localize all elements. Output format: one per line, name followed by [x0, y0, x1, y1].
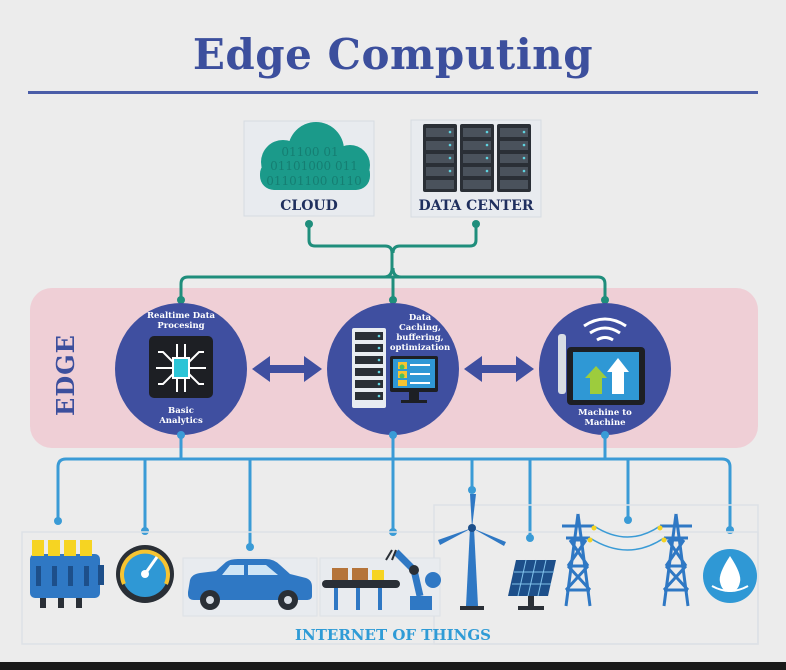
- double-arrow-icon: [252, 356, 322, 382]
- cloud-icon: 01100 01 01101000 011 01101100 0110: [260, 122, 370, 190]
- water-drop-icon: [703, 549, 757, 603]
- gauge-icon: [116, 545, 174, 603]
- cloud-binary-line: 01100 01: [281, 145, 338, 159]
- tablet-wifi-icon: [558, 317, 645, 405]
- power-tower-icon: [562, 513, 594, 607]
- bottom-bar: [0, 662, 786, 670]
- car-icon: [188, 559, 312, 610]
- cloud-connectors: [179, 224, 607, 300]
- iot-label: INTERNET OF THINGS: [295, 626, 491, 644]
- server-rack-icon: [423, 124, 531, 192]
- robot-arm-conveyor-icon: [322, 549, 441, 610]
- cloud-label: CLOUD: [280, 198, 338, 214]
- power-tower-icon: [660, 513, 692, 607]
- server-monitor-icon: [352, 328, 438, 408]
- page-title: Edge Computing: [192, 30, 594, 79]
- title-divider: [28, 91, 758, 94]
- cloud-binary-line: 01101100 0110: [266, 174, 361, 188]
- edge-label: EDGE: [50, 334, 80, 416]
- chip-icon: [149, 336, 213, 398]
- wind-turbine-icon: [438, 494, 506, 610]
- cloud-binary-line: 01101000 011: [270, 159, 358, 173]
- engine-icon: [30, 540, 104, 608]
- data-center-label: DATA CENTER: [419, 198, 534, 214]
- solar-panel-icon: [508, 559, 556, 610]
- double-arrow-icon: [464, 356, 534, 382]
